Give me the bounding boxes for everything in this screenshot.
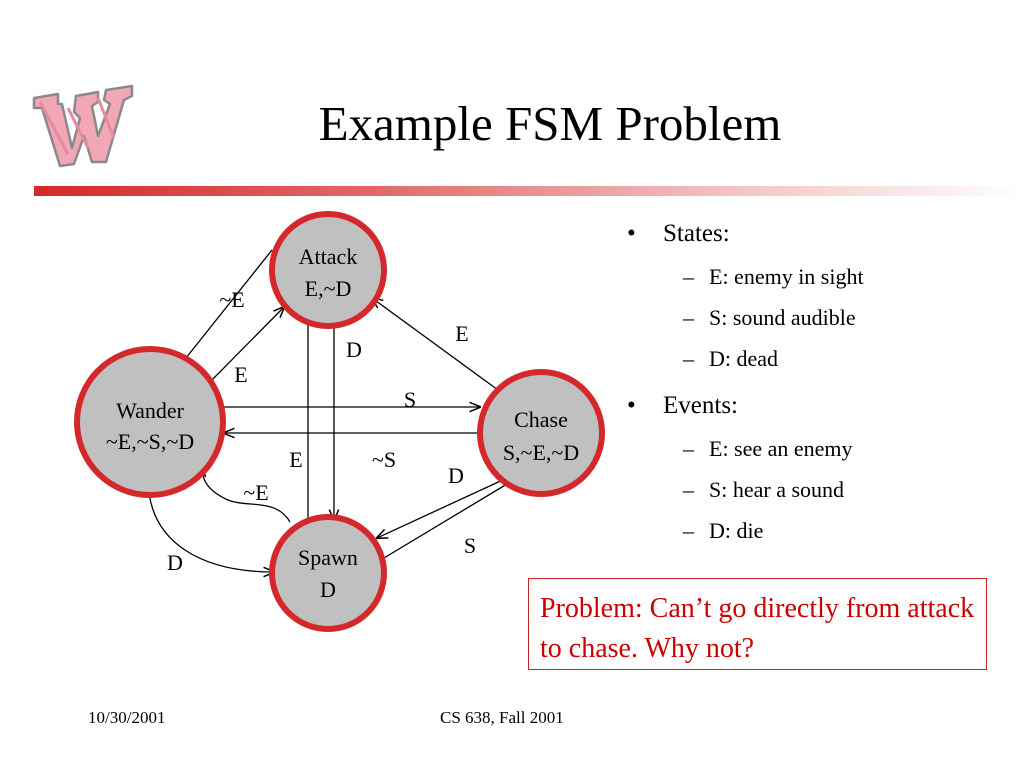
edge-chase-attack (372, 298, 499, 391)
sub-bullet-text: D: dead (709, 346, 779, 371)
label-spawn-chase: S (464, 533, 476, 558)
title-rule (34, 186, 1024, 196)
edge-wander-spawn (147, 477, 274, 572)
label-wander-attack: E (234, 362, 247, 387)
label-chase-wander: ~S (372, 447, 396, 472)
label-chase-attack: E (455, 321, 468, 346)
sub-bullet: –E: see an enemy (683, 436, 853, 461)
sub-bullet-text: E: enemy in sight (709, 264, 864, 289)
uw-logo-icon (32, 84, 134, 168)
footer-date: 10/30/2001 (88, 708, 166, 727)
edge-wander-attack (206, 307, 284, 386)
sub-bullet-text: S: hear a sound (709, 477, 845, 502)
label-attack-wander: ~E (219, 287, 244, 312)
label-attack-spawn: D (346, 337, 362, 362)
state-wander-name: Wander (116, 398, 185, 423)
sub-bullet-text: D: die (709, 518, 764, 543)
state-chase: Chase S,~E,~D (477, 369, 605, 497)
sub-bullet: –S: hear a sound (683, 477, 845, 502)
state-attack: Attack E,~D (269, 211, 387, 329)
state-attack-condition: E,~D (305, 276, 352, 301)
state-chase-name: Chase (514, 407, 568, 432)
sub-bullet: –D: dead (683, 346, 779, 371)
sub-bullet: –D: die (683, 518, 764, 543)
edge-chase-spawn (377, 477, 508, 538)
label-chase-spawn: D (448, 463, 464, 488)
label-wander-chase: S (404, 387, 416, 412)
sub-bullet-text: S: sound audible (709, 305, 856, 330)
label-spawn-attack: E (289, 447, 302, 472)
label-spawn-wander: ~E (243, 480, 268, 505)
state-spawn-name: Spawn (298, 545, 358, 570)
bullet-states: • States: (627, 220, 730, 248)
sub-bullet: –E: enemy in sight (683, 264, 864, 289)
bullet-events: • Events: (627, 392, 738, 420)
bullet-states-heading: States: (663, 220, 730, 247)
sub-bullet-text: E: see an enemy (709, 436, 853, 461)
bullet-dot: • (627, 392, 636, 419)
edge-spawn-wander (202, 466, 291, 523)
state-spawn-condition: D (320, 577, 336, 602)
slide-title: Example FSM Problem (318, 96, 782, 151)
state-wander: Wander ~E,~S,~D (74, 346, 226, 498)
bullet-events-heading: Events: (663, 392, 738, 419)
edge-spawn-chase (383, 478, 517, 559)
state-chase-condition: S,~E,~D (503, 440, 579, 465)
state-spawn: Spawn D (269, 514, 387, 632)
label-wander-spawn: D (167, 550, 183, 575)
problem-callout: Problem: Can’t go directly from attack t… (528, 578, 987, 670)
sub-bullet: –S: sound audible (683, 305, 856, 330)
footer-course: CS 638, Fall 2001 (440, 708, 564, 727)
state-wander-condition: ~E,~S,~D (106, 429, 194, 454)
edge-attack-wander (174, 249, 273, 373)
bullet-dot: • (627, 220, 636, 247)
state-attack-name: Attack (299, 244, 358, 269)
